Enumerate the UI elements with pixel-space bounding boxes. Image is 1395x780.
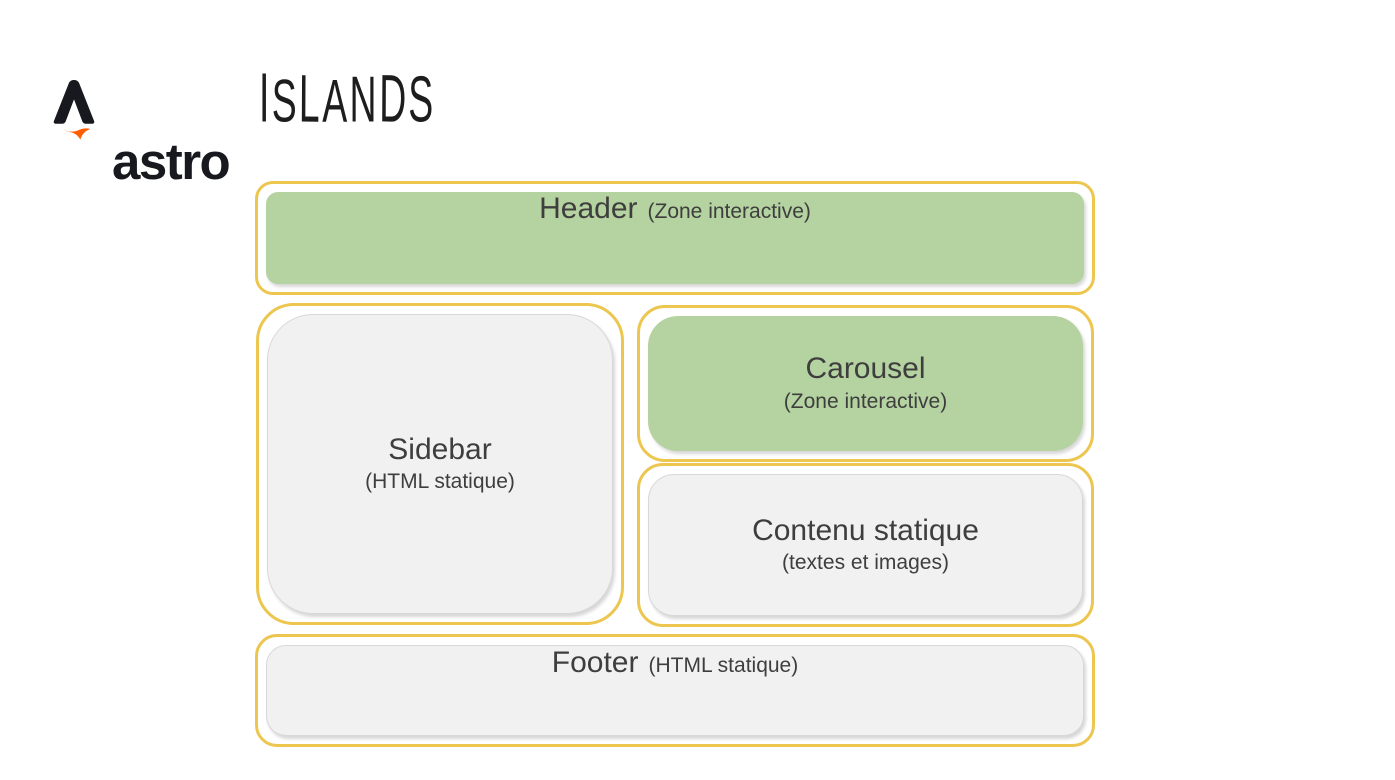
zone-carousel: Carousel (Zone interactive) bbox=[637, 305, 1094, 462]
zone-footer-title: Footer bbox=[551, 646, 639, 679]
astro-rocket-icon bbox=[53, 80, 95, 140]
zone-footer: Footer (HTML statique) bbox=[255, 634, 1095, 747]
zone-carousel-box: Carousel (Zone interactive) bbox=[648, 316, 1083, 451]
zone-header-box: Header (Zone interactive) bbox=[266, 192, 1084, 284]
zone-header-subtitle: (Zone interactive) bbox=[647, 200, 811, 223]
zone-header-title: Header bbox=[539, 192, 638, 225]
zone-footer-subtitle: (HTML statique) bbox=[648, 654, 799, 677]
zone-sidebar: Sidebar (HTML statique) bbox=[256, 303, 624, 625]
zone-static-content-subtitle: (textes et images) bbox=[782, 551, 949, 575]
zone-static-content-box: Contenu statique (textes et images) bbox=[648, 474, 1083, 616]
zone-sidebar-title: Sidebar bbox=[388, 432, 492, 466]
zone-footer-box: Footer (HTML statique) bbox=[266, 645, 1084, 736]
zone-carousel-title: Carousel bbox=[805, 352, 926, 386]
islands-wordmark: ISLANDS bbox=[259, 60, 436, 138]
zone-sidebar-box: Sidebar (HTML statique) bbox=[267, 314, 613, 614]
zone-static-content: Contenu statique (textes et images) bbox=[637, 463, 1094, 627]
zone-carousel-subtitle: (Zone interactive) bbox=[783, 389, 948, 413]
zone-header: Header (Zone interactive) bbox=[255, 181, 1095, 295]
astro-brand-text: astro bbox=[112, 133, 231, 190]
zone-sidebar-subtitle: (HTML statique) bbox=[365, 470, 515, 494]
astro-islands-logo: astro ISLANDS bbox=[44, 60, 444, 187]
zone-static-content-title: Contenu statique bbox=[752, 513, 979, 547]
